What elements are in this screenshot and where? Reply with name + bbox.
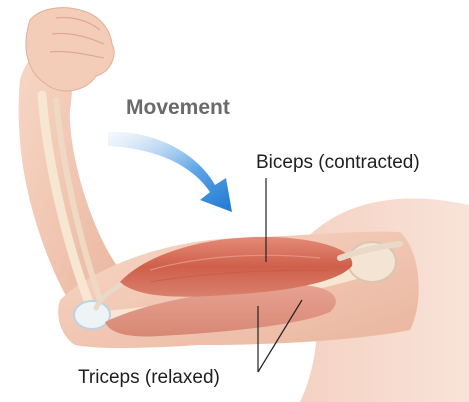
- movement-label: Movement: [126, 96, 230, 119]
- elbow-joint: [74, 301, 110, 329]
- biceps-label: Biceps (contracted): [256, 152, 420, 173]
- triceps-label: Triceps (relaxed): [78, 367, 220, 388]
- curved-arrow-icon: [108, 132, 232, 212]
- fist: [26, 8, 114, 91]
